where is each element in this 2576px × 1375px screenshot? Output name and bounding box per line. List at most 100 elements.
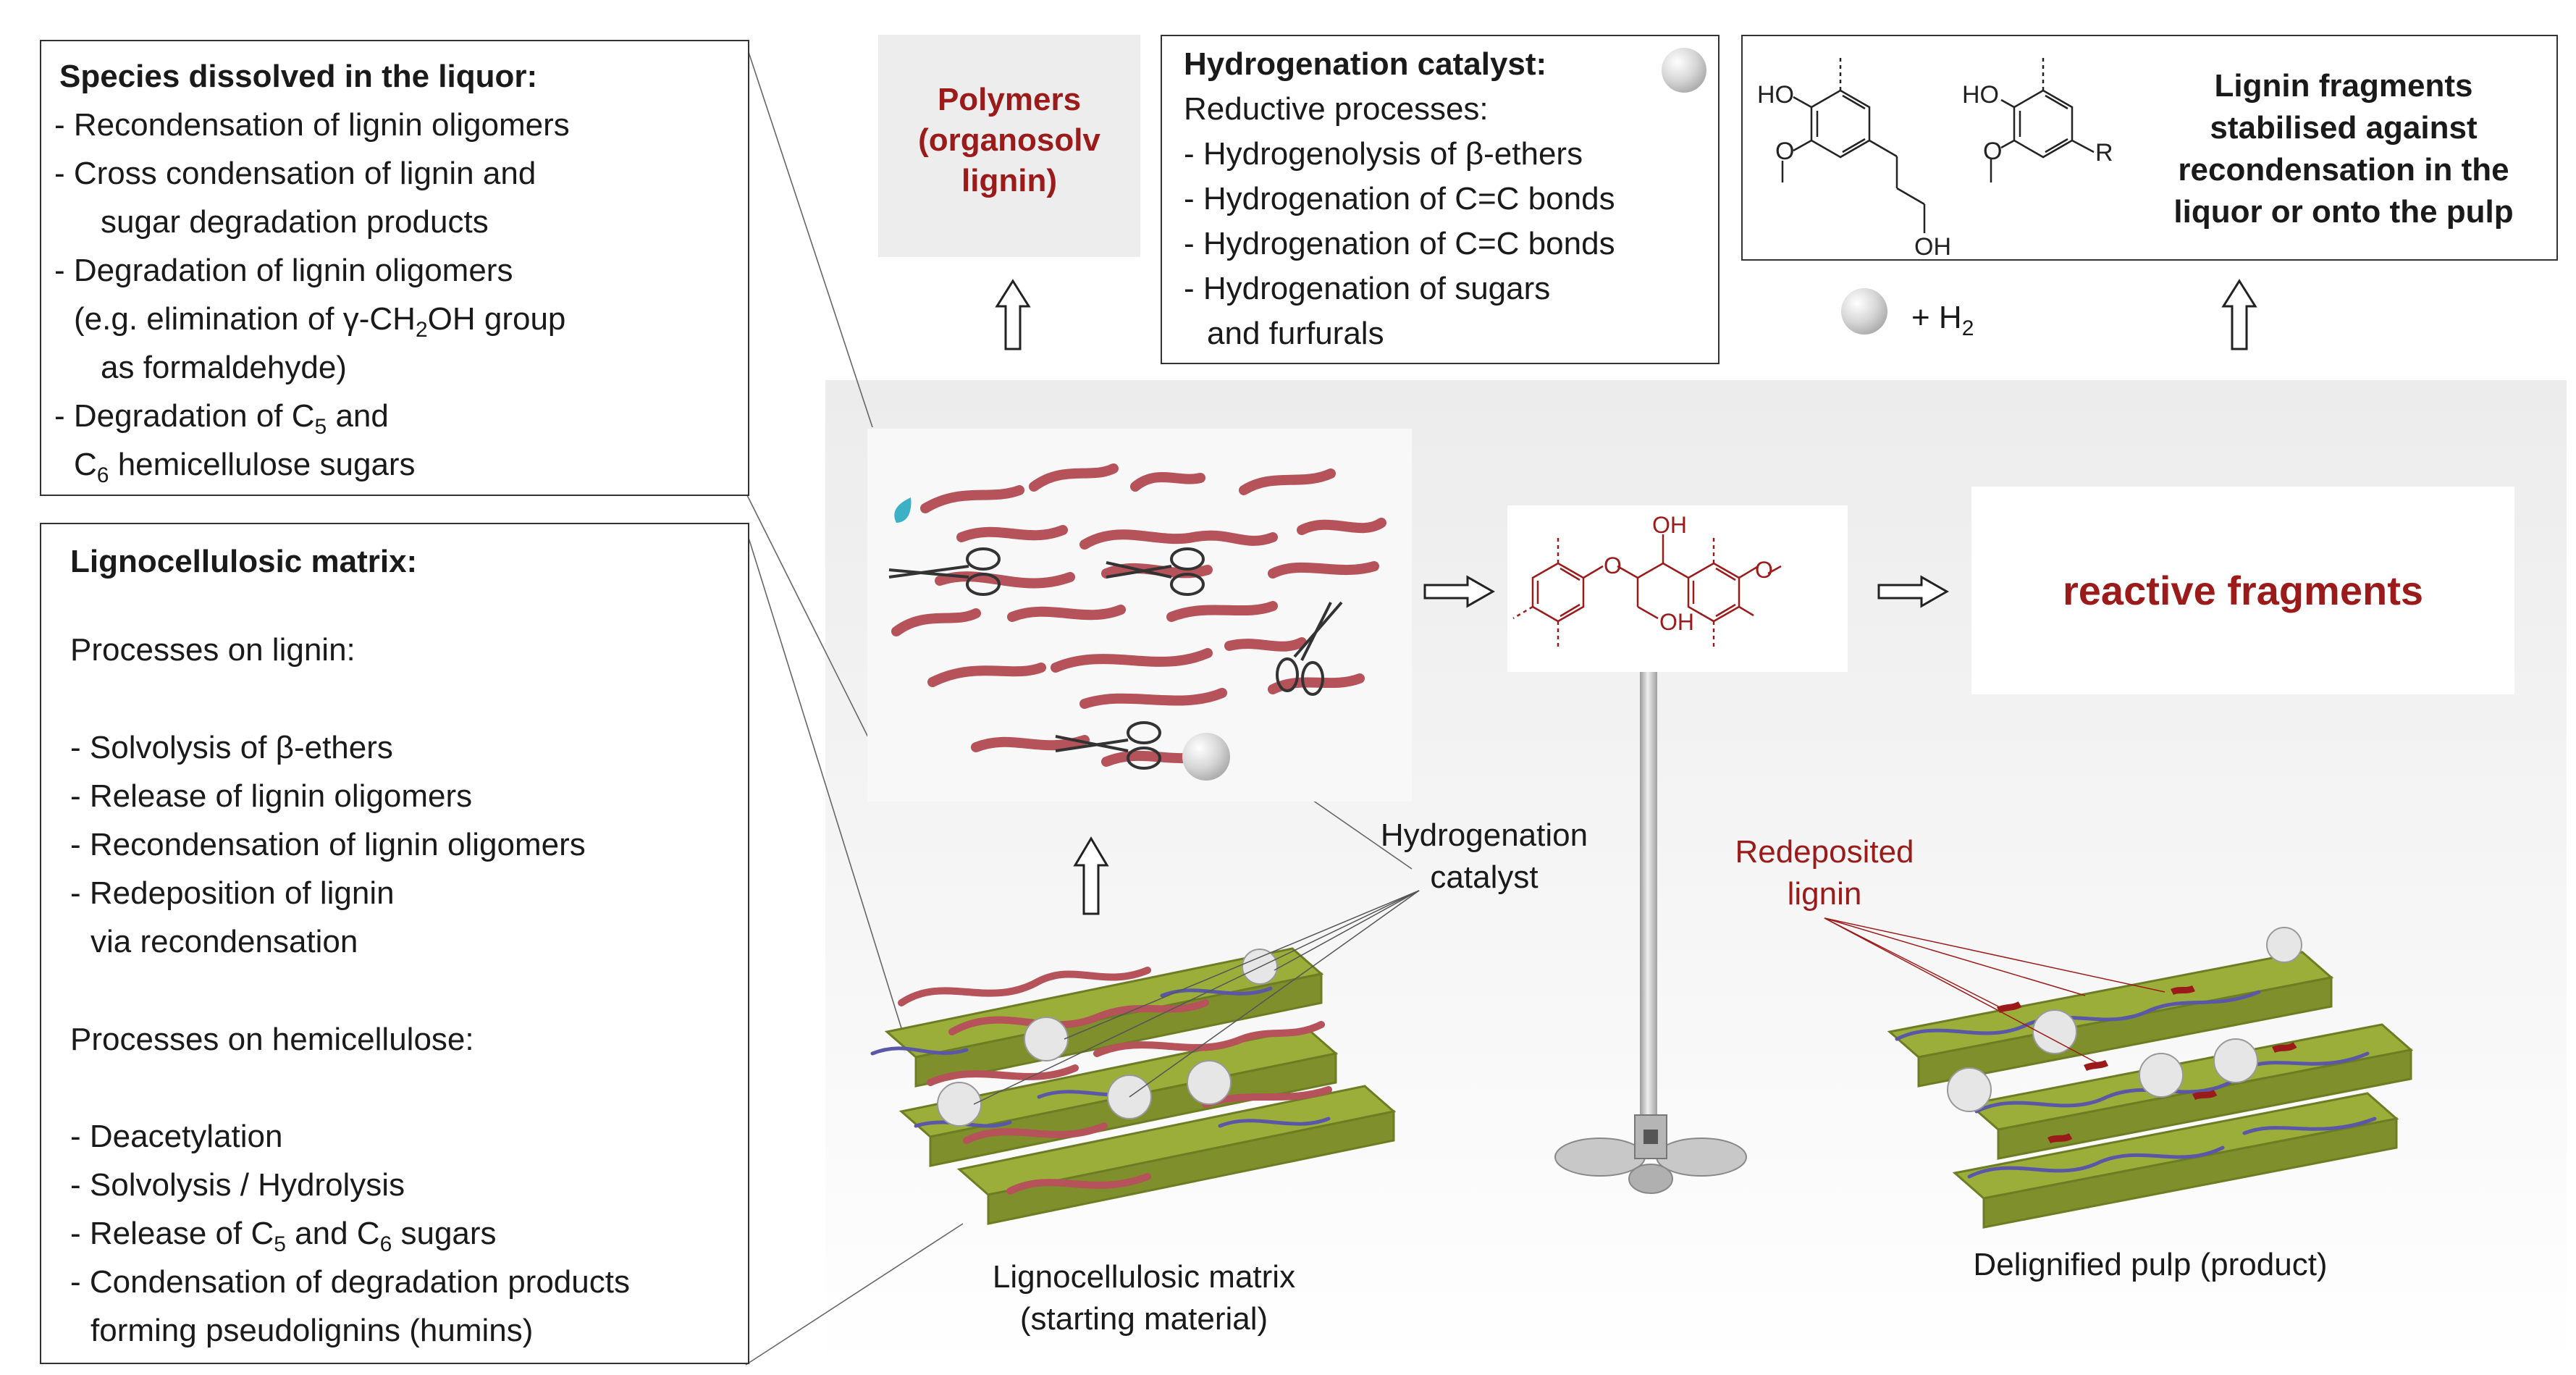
hydrogenation-catalyst-label: catalyst <box>1430 859 1539 895</box>
subscript: 6 <box>379 1232 392 1256</box>
dimer-o-label: O <box>1604 552 1622 579</box>
up-arrow-icon <box>2221 279 2257 350</box>
species-dissolved-box: Species dissolved in the liquor: - Recon… <box>40 40 749 496</box>
reactive-fragments-panel: reactive fragments <box>1971 487 2514 694</box>
hydrogenation-title: Hydrogenation catalyst: <box>1184 46 1547 82</box>
right-arrow-icon <box>1877 575 1950 608</box>
stabilised-line: recondensation in the <box>2178 152 2509 188</box>
guaiacyl-propanol-molecule: HO O OH <box>1757 58 1951 261</box>
scissors-icon <box>1106 547 1205 596</box>
catalyst-sphere-icon <box>1662 48 1706 93</box>
species-line: - Cross condensation of lignin and <box>54 156 536 191</box>
stabilised-line: Lignin fragments <box>2214 68 2473 104</box>
subscript: 5 <box>314 414 327 439</box>
hydrogenation-catalyst-box: Hydrogenation catalyst: Reductive proces… <box>1161 35 1720 364</box>
subscript: 6 <box>96 463 109 487</box>
redeposited-lignin-label: Redeposited <box>1735 834 1914 870</box>
molecule-label: R <box>2095 139 2113 167</box>
species-line: - Degradation of lignin oligomers <box>54 253 513 288</box>
hydrogenation-line: - Hydrogenation of sugars <box>1184 271 1551 306</box>
matrix-line: sugars <box>392 1216 497 1251</box>
lignin-dimer-panel: O OH OH O <box>1507 505 1848 672</box>
guaiacyl-r-molecule: HO O R <box>1962 58 2113 182</box>
dimer-o-label: O <box>1755 557 1773 583</box>
polymers-line: Polymers <box>937 82 1082 117</box>
molecule-label: HO <box>1757 81 1794 109</box>
subscript: 5 <box>274 1232 286 1256</box>
up-arrow-icon <box>995 279 1031 350</box>
lignin-processes-header: Processes on lignin: <box>70 632 355 668</box>
matrix-caption: Lignocellulosic matrix <box>992 1259 1296 1295</box>
hydrogenation-catalyst-label: Hydrogenation <box>1380 817 1588 853</box>
species-line-formula: (e.g. elimination of γ-CH2OH group <box>74 295 565 354</box>
redeposited-lignin-label: lignin <box>1787 876 1862 912</box>
stirrer-impeller-icon <box>1554 1114 1747 1194</box>
hemicellulose-processes-header: Processes on hemicellulose: <box>70 1022 474 1057</box>
polymers-line: (organosolv <box>918 122 1100 158</box>
molecule-label: HO <box>1962 81 1999 109</box>
subscript: 2 <box>1961 316 1974 340</box>
matrix-line: - Deacetylation <box>70 1119 283 1154</box>
hydrogenation-line: Reductive processes: <box>1184 91 1489 127</box>
scissors-icon <box>888 547 1001 596</box>
species-line-formula: - Degradation of C5 and <box>54 392 389 451</box>
delignified-pulp-bundle <box>1887 927 2414 1229</box>
molecule-label: O <box>1983 138 2002 165</box>
stirrer-shaft <box>1640 672 1657 1117</box>
dimer-label: OH <box>1659 609 1694 635</box>
stabilised-line: liquor or onto the pulp <box>2173 194 2514 230</box>
matrix-line: - Redeposition of lignin <box>70 875 395 911</box>
species-line: (e.g. elimination of γ-CH <box>74 301 416 337</box>
species-title: Species dissolved in the liquor: <box>59 59 538 94</box>
dissolved-lignin-panel <box>867 429 1412 802</box>
catalyst-spheres <box>1947 927 2302 1112</box>
species-line: C <box>74 447 97 482</box>
catalyst-sphere-icon <box>1182 733 1230 781</box>
species-line: - Recondensation of lignin oligomers <box>54 107 570 143</box>
hydrogenation-line: and furfurals <box>1207 316 1384 351</box>
lignin-strands <box>888 463 1386 770</box>
stabilised-line: stabilised against <box>2210 110 2478 146</box>
polymers-line: lignin) <box>961 163 1057 198</box>
molecule-label: O <box>1775 138 1794 165</box>
matrix-line: - Release of lignin oligomers <box>70 778 473 814</box>
matrix-line: - Condensation of degradation products <box>70 1264 630 1300</box>
matrix-line: forming pseudolignins (humins) <box>91 1313 534 1348</box>
hydrogenation-line: - Hydrogenation of C=C bonds <box>1184 226 1615 261</box>
pulp-caption: Delignified pulp (product) <box>1973 1247 2328 1282</box>
species-line: OH group <box>427 301 566 337</box>
matrix-line: via recondensation <box>91 924 358 959</box>
species-line: hemicellulose sugars <box>109 447 416 482</box>
matrix-line: - Recondensation of lignin oligomers <box>70 827 586 862</box>
dimer-label: OH <box>1652 512 1687 538</box>
matrix-line: and C <box>285 1216 380 1251</box>
matrix-line-formula: - Release of C5 and C6 sugars <box>70 1209 497 1269</box>
matrix-line: - Solvolysis of β-ethers <box>70 730 393 765</box>
molecule-label: OH <box>1914 233 1951 261</box>
matrix-line: - Release of C <box>70 1216 274 1251</box>
species-line-formula: C6 hemicellulose sugars <box>74 440 416 500</box>
right-arrow-icon <box>1423 575 1496 608</box>
matrix-title: Lignocellulosic matrix: <box>70 544 418 579</box>
species-line: - Degradation of C <box>54 398 315 434</box>
h2-text: + H <box>1911 300 1962 335</box>
lignin-dimer-structure: O OH OH O <box>1512 512 1782 649</box>
hydrogenation-line: - Hydrogenolysis of β-ethers <box>1184 136 1583 172</box>
polymers-box: Polymers (organosolv lignin) <box>878 35 1140 257</box>
catalyst-sphere-icon <box>1841 288 1887 335</box>
matrix-caption: (starting material) <box>1019 1301 1268 1337</box>
up-arrow-icon <box>1073 836 1109 915</box>
hydrogenation-line: - Hydrogenation of C=C bonds <box>1184 181 1615 216</box>
reactive-fragments-label: reactive fragments <box>2062 568 2423 613</box>
species-line: and <box>327 398 389 434</box>
subscript: 2 <box>415 317 428 342</box>
species-line: sugar degradation products <box>101 204 489 240</box>
lignocellulosic-fiber-bundle <box>870 947 1397 1225</box>
scissors-icon <box>1055 721 1161 770</box>
matrix-line: - Solvolysis / Hydrolysis <box>70 1167 405 1203</box>
species-line: as formaldehyde) <box>101 350 347 385</box>
scissors-icon <box>1276 601 1343 696</box>
